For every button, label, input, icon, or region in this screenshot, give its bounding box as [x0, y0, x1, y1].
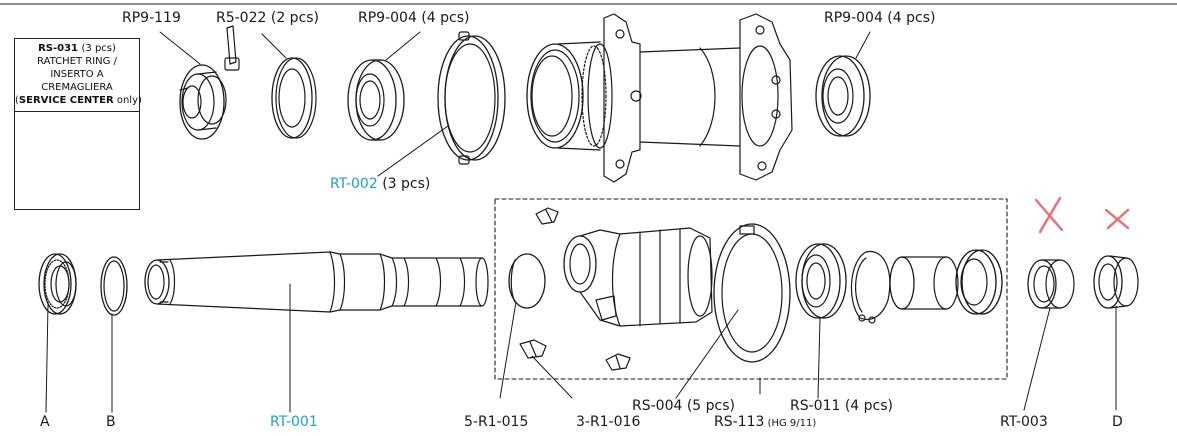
part-hub-body [526, 13, 793, 183]
part-rp9-004-right-bearing [815, 55, 871, 137]
part-a-end-cap [38, 253, 77, 315]
label-rs-004: RS-004 (5 pcs) [632, 398, 735, 414]
part-rp9-119 [179, 64, 227, 140]
inset-line2: INSERTO A [50, 69, 104, 80]
label-rp9-119: RP9-119 [122, 10, 181, 26]
freehub-kit-box [494, 198, 1008, 380]
label-r5-022: R5-022 (2 pcs) [216, 10, 320, 26]
inset-note-open: ( [15, 95, 19, 106]
inset-line3: CREMAGLIERA [41, 82, 113, 93]
label-rs-011: RS-011 (4 pcs) [790, 398, 893, 414]
label-rt-002: RT-002 (3 pcs) [330, 176, 430, 192]
part-freehub-bearing [955, 249, 1003, 315]
d-removed-cross [1104, 208, 1130, 230]
label-d: D [1112, 414, 1123, 430]
part-rt-002-ring [437, 31, 506, 165]
part-rp9-004-left-bearing [347, 59, 405, 141]
part-rs-004-ring [713, 223, 791, 363]
part-circlip [850, 251, 891, 324]
part-spacer-tube [889, 256, 959, 310]
label-rp9-004-right: RP9-004 (4 pcs) [824, 10, 936, 26]
inset-code: RS-031 [38, 43, 79, 54]
part-freehub-body [563, 227, 713, 327]
label-rs-113-code: RS-113 [714, 414, 765, 430]
label-rt-003: RT-003 [1000, 414, 1048, 430]
part-pawls [519, 207, 631, 371]
rt-003-removed-cross [1034, 196, 1064, 234]
inset-title: RS-031 (3 pcs) [15, 43, 139, 55]
inset-line1: RATCHET RING / [37, 56, 117, 67]
part-5-r1-015-cover [508, 253, 546, 309]
leader-lines [45, 31, 1117, 413]
label-rs-113-note: (HG 9/11) [764, 418, 817, 429]
part-rt-001-axle [144, 251, 489, 313]
label-rs-113: RS-113 (HG 9/11) [714, 414, 816, 432]
inset-note-bold: SERVICE CENTER [18, 95, 114, 106]
ratchet-ring-inset: RS-031 (3 pcs) RATCHET RING / INSERTO A … [14, 38, 142, 210]
label-5-r1-015: 5-R1-015 [464, 414, 529, 430]
part-r5-022-ring [271, 57, 317, 139]
label-b: B [106, 414, 116, 430]
part-r5-022-bolt [224, 25, 240, 71]
label-rt-002-code: RT-002 [330, 176, 378, 192]
inset-divider [14, 111, 140, 112]
label-3-r1-016: 3-R1-016 [576, 414, 641, 430]
part-rs-011-bearing [795, 243, 847, 319]
inset-note-rest: only) [113, 95, 142, 106]
part-d-cap [1093, 255, 1139, 309]
part-b-o-ring [100, 256, 128, 316]
inset-note: (SERVICE CENTER only) [15, 95, 142, 107]
label-rt-001: RT-001 [270, 414, 318, 430]
label-a: A [40, 414, 50, 430]
label-rt-002-qty: (3 pcs) [377, 176, 431, 192]
inset-qty: (3 pcs) [81, 43, 116, 54]
label-rp9-004-left: RP9-004 (4 pcs) [358, 10, 470, 26]
part-rt-003-cap [1027, 259, 1075, 309]
